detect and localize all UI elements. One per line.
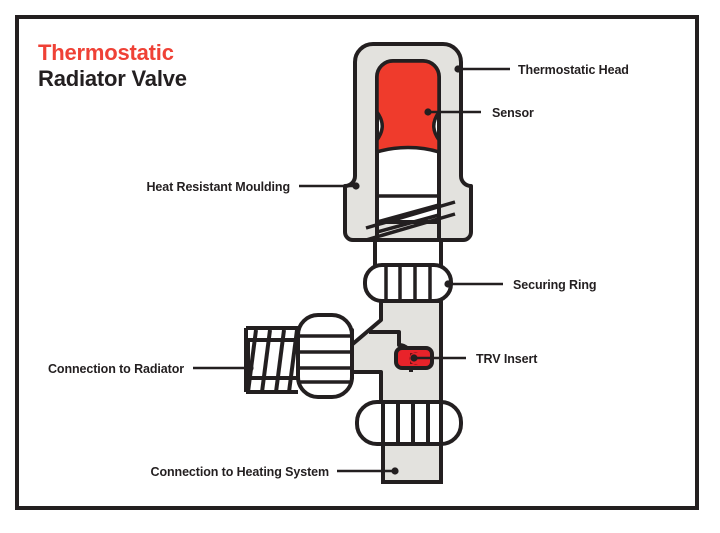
title-line-radiator-valve: Radiator Valve bbox=[38, 65, 187, 91]
capsule-side-edges bbox=[375, 150, 441, 240]
sensor-red-body bbox=[375, 59, 441, 154]
heating-nut-ribs bbox=[381, 403, 443, 443]
sensor-element bbox=[375, 59, 441, 154]
label-thermostatic-head: Thermostatic Head bbox=[518, 63, 629, 77]
dot-connection-to-radiator bbox=[246, 364, 254, 372]
securing-ring-body bbox=[363, 263, 453, 303]
dot-heat-resistant-moulding bbox=[352, 182, 360, 190]
label-connection-to-radiator: Connection to Radiator bbox=[48, 362, 184, 376]
heating-nut-body bbox=[355, 400, 463, 446]
radiator-nut-body bbox=[296, 313, 354, 399]
dot-securing-ring bbox=[444, 280, 452, 288]
callout-leaders bbox=[193, 67, 510, 473]
dot-connection-to-heating-system bbox=[391, 467, 399, 475]
connection-to-heating-system bbox=[355, 400, 463, 484]
trv-insert-core bbox=[409, 352, 418, 365]
label-securing-ring: Securing Ring bbox=[513, 278, 596, 292]
radiator-thread-envelope bbox=[246, 326, 298, 394]
diagram-title: Thermostatic Radiator Valve bbox=[38, 40, 187, 92]
label-trv-insert: TRV Insert bbox=[476, 352, 538, 366]
radiator-nut-ribs bbox=[299, 334, 351, 384]
label-sensor: Sensor bbox=[492, 106, 534, 120]
title-line-thermostatic: Thermostatic bbox=[38, 40, 174, 65]
callout-dots bbox=[246, 65, 462, 475]
radiator-thread-lines bbox=[246, 329, 299, 393]
head-thread-lines bbox=[376, 194, 440, 234]
label-heat-resistant-moulding: Heat Resistant Moulding bbox=[146, 180, 290, 194]
securing-ring-ribs bbox=[384, 266, 432, 300]
dot-sensor bbox=[424, 108, 432, 116]
connection-to-radiator bbox=[244, 313, 354, 399]
securing-ring bbox=[363, 263, 453, 303]
dot-thermostatic-head bbox=[454, 65, 462, 73]
heating-pipe-edges bbox=[381, 444, 443, 484]
label-connection-to-heating-system: Connection to Heating System bbox=[151, 465, 329, 479]
dot-trv-insert bbox=[410, 354, 418, 362]
